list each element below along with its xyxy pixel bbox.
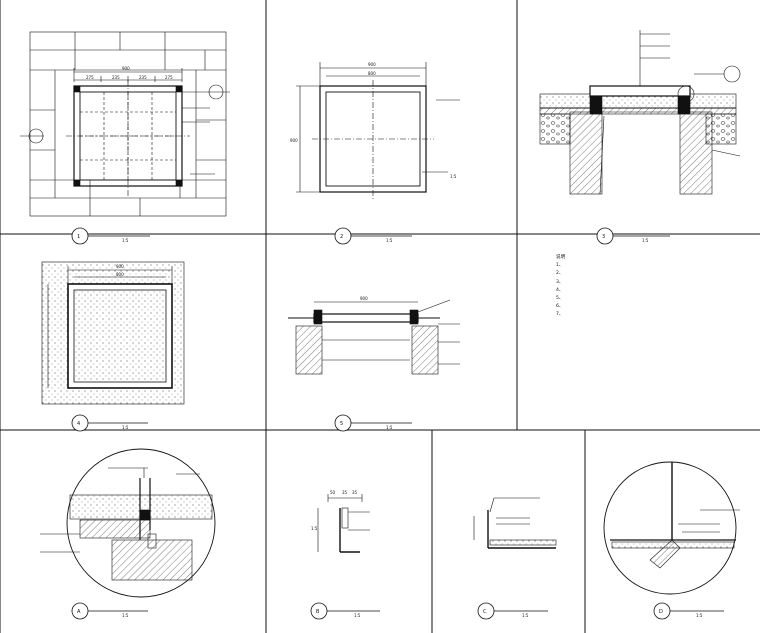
svg-text:235: 235 — [139, 75, 147, 80]
svg-text:C: C — [483, 609, 487, 615]
svg-text:900: 900 — [290, 138, 298, 143]
notes-heading: 说明 — [556, 255, 566, 260]
panel-5-title: 5 1:5 — [334, 414, 412, 432]
note-line: 5、 — [556, 296, 564, 302]
svg-text:235: 235 — [112, 75, 120, 80]
svg-text:2: 2 — [340, 234, 343, 240]
svg-text:275: 275 — [86, 75, 94, 80]
panel-B-title: B 1:5 — [310, 602, 380, 620]
panel-D-title: D 1:5 — [653, 602, 724, 620]
note-line: 2、 — [556, 271, 564, 277]
panel-A-title: A 1:5 — [71, 602, 148, 620]
svg-text:1:5: 1:5 — [311, 526, 318, 531]
svg-text:35: 35 — [352, 490, 358, 495]
design-notes: 说明 1、 2、 3、 4、 5、 6、 7、 — [556, 254, 746, 320]
svg-text:1:5: 1:5 — [642, 238, 649, 243]
panel-2-title: 2 1:5 — [334, 227, 412, 245]
panel-4-title: 4 1:5 — [71, 414, 148, 432]
note-line: 3、 — [556, 279, 564, 285]
svg-text:50: 50 — [330, 490, 336, 495]
svg-text:1:5: 1:5 — [450, 174, 457, 179]
panel-3-title: 3 1:5 — [596, 227, 670, 245]
panel-2-frame — [296, 62, 460, 200]
svg-text:4: 4 — [77, 421, 80, 427]
svg-text:3: 3 — [602, 234, 605, 240]
svg-text:900: 900 — [368, 62, 376, 67]
panel-1-title: 1 1:5 — [71, 227, 150, 245]
svg-text:275: 275 — [165, 75, 173, 80]
svg-text:900: 900 — [116, 264, 124, 269]
svg-text:900: 900 — [122, 66, 130, 71]
svg-text:D: D — [659, 609, 663, 615]
note-line: 6、 — [556, 304, 564, 310]
panel-C-title: C 1:5 — [477, 602, 548, 620]
panel-3-section — [539, 30, 741, 195]
panel-B-detail — [317, 494, 370, 553]
note-line: 4、 — [556, 287, 564, 293]
panel-D-detail — [603, 461, 740, 595]
panel-4-plan — [41, 261, 185, 405]
svg-text:800: 800 — [116, 272, 124, 277]
svg-text:A: A — [77, 609, 81, 615]
svg-text:1:5: 1:5 — [696, 613, 703, 618]
panel-1-dims: 900 275 235 235 275 — [86, 66, 173, 80]
svg-text:1:5: 1:5 — [122, 238, 129, 243]
panel-C-detail — [473, 497, 557, 549]
panel-A-detail — [40, 448, 216, 598]
panel-B-dims: 50 35 35 1:5 — [311, 490, 358, 531]
svg-text:1:5: 1:5 — [522, 613, 529, 618]
svg-text:1: 1 — [77, 234, 80, 240]
note-line: 7、 — [556, 312, 564, 318]
svg-text:900: 900 — [360, 296, 368, 301]
svg-text:5: 5 — [340, 421, 343, 427]
panel-4-dims: 900 800 — [116, 264, 124, 277]
panel-5-dims: 900 — [360, 296, 368, 301]
svg-text:1:5: 1:5 — [386, 238, 393, 243]
svg-text:1:5: 1:5 — [122, 425, 129, 430]
svg-text:800: 800 — [368, 71, 376, 76]
svg-text:1:5: 1:5 — [386, 425, 393, 430]
svg-text:35: 35 — [342, 490, 348, 495]
svg-text:B: B — [316, 609, 320, 615]
svg-text:1:5: 1:5 — [122, 613, 129, 618]
panel-5-section — [288, 299, 460, 375]
svg-text:1:5: 1:5 — [354, 613, 361, 618]
note-line: 1、 — [556, 263, 564, 269]
panel-2-dims: 900 800 900 1:5 — [290, 62, 457, 179]
panel-1-plan — [20, 31, 230, 217]
